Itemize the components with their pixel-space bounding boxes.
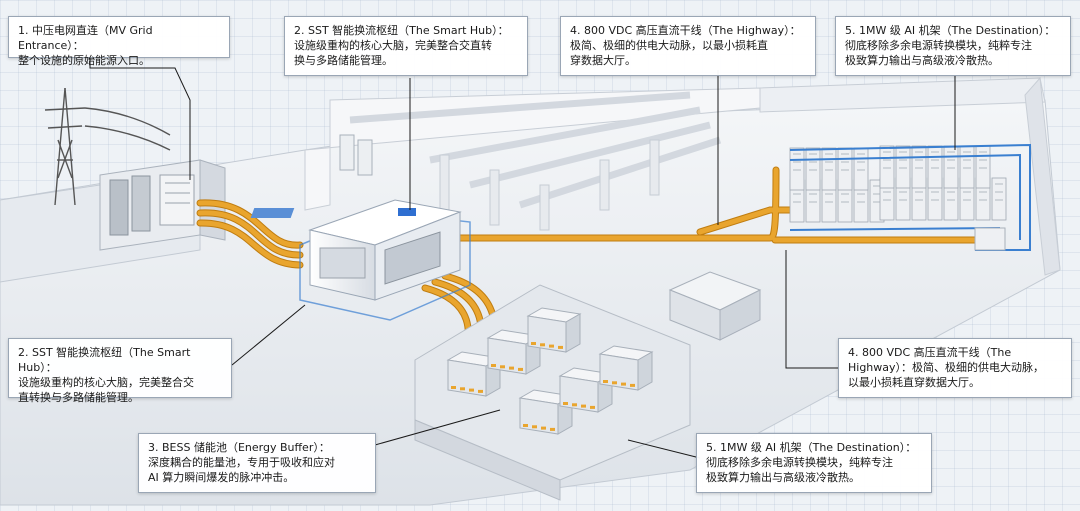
- callout-rack-top: 5. 1MW 级 AI 机架（The Destination）： 彻底移除多余电…: [835, 16, 1071, 76]
- server-rack: [895, 145, 911, 189]
- server-rack: [959, 177, 975, 221]
- battery-cabinet: [526, 307, 582, 353]
- callout-bess-title: 3. BESS 储能池（Energy Buffer）：: [148, 441, 330, 454]
- server-rack: [959, 145, 975, 189]
- callout-vdc-right-desc: Highway）：极简、极细的供电大动脉， 以最小损耗直穿数据大厅。: [848, 361, 1045, 389]
- callout-vdc-top: 4. 800 VDC 高压直流干线（The Highway）： 极简、极细的供电…: [560, 16, 816, 76]
- server-rack: [805, 147, 821, 191]
- leader-lines: [89, 57, 956, 459]
- support-columns: [439, 139, 660, 231]
- callout-mv-grid-desc: 整个设施的原始能源入口。: [18, 54, 150, 67]
- server-rack: [853, 179, 869, 223]
- power-pylon: [44, 87, 171, 206]
- callout-vdc-top-desc: 极简、极细的供电大动脉，以最小损耗直 穿数据大厅。: [570, 39, 768, 67]
- server-rack: [837, 147, 853, 191]
- cooling-units: [339, 134, 1006, 341]
- callout-bess: 3. BESS 储能池（Energy Buffer）： 深度耦合的能量池，专用于…: [138, 433, 376, 493]
- callout-rack-bottom: 5. 1MW 级 AI 机架（The Destination）： 彻底移除多余电…: [696, 433, 932, 493]
- callout-sst-top: 2. SST 智能换流枢纽（The Smart Hub）： 设施级重构的核心大脑…: [284, 16, 528, 76]
- callout-mv-grid-title: 1. 中压电网直连（MV Grid Entrance）：: [18, 24, 153, 52]
- server-rack: [911, 177, 927, 221]
- callout-sst-left-title: 2. SST 智能换流枢纽（The Smart Hub）：: [18, 346, 191, 374]
- callout-vdc-right: 4. 800 VDC 高压直流干线（The Highway）：极简、极细的供电大…: [838, 338, 1072, 398]
- bess-enclosure: [414, 284, 691, 501]
- server-rack: [975, 145, 991, 189]
- callout-rack-top-desc: 彻底移除多余电源转换模块，纯粹专注 极致算力输出与高级液冷散热。: [845, 39, 1032, 67]
- callout-sst-left: 2. SST 智能换流枢纽（The Smart Hub）： 设施级重构的核心大脑…: [8, 338, 232, 404]
- battery-cabinet: [598, 345, 654, 391]
- callout-rack-bottom-desc: 彻底移除多余电源转换模块，纯粹专注 极致算力输出与高级液冷散热。: [706, 456, 893, 484]
- server-rack: [789, 147, 805, 191]
- callout-mv-grid: 1. 中压电网直连（MV Grid Entrance）： 整个设施的原始能源入口…: [8, 16, 230, 67]
- callout-vdc-top-title: 4. 800 VDC 高压直流干线（The Highway）：: [570, 24, 801, 37]
- callout-vdc-right-title: 4. 800 VDC 高压直流干线（The: [848, 346, 1012, 359]
- bess-battery-cabinets: [446, 307, 654, 435]
- server-rack: [943, 145, 959, 189]
- callout-sst-left-desc: 设施级重构的核心大脑，完美整合交 直转换与多路储能管理。: [18, 376, 194, 404]
- server-rack: [879, 145, 895, 189]
- roof-trusses: [349, 91, 722, 209]
- server-rack: [853, 147, 869, 191]
- server-rack: [821, 147, 837, 191]
- battery-cabinet: [518, 389, 574, 435]
- callout-bess-desc: 深度耦合的能量池，专用于吸收和应对 AI 算力瞬间爆发的脉冲冲击。: [148, 456, 335, 484]
- sst-smart-hub: [250, 199, 471, 321]
- callout-rack-bottom-title: 5. 1MW 级 AI 机架（The Destination）：: [706, 441, 917, 454]
- server-rack: [927, 145, 943, 189]
- server-rack: [991, 177, 1007, 221]
- callout-rack-top-title: 5. 1MW 级 AI 机架（The Destination）：: [845, 24, 1056, 37]
- callout-sst-top-desc: 设施级重构的核心大脑，完美整合交直转 换与多路储能管理。: [294, 39, 492, 67]
- server-rack: [911, 145, 927, 189]
- callout-sst-top-title: 2. SST 智能换流枢纽（The Smart Hub）：: [294, 24, 509, 37]
